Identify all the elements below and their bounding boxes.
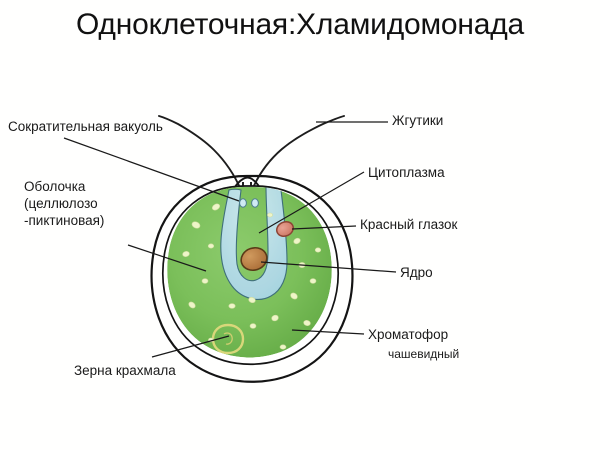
label-flagella: Жгутики — [392, 113, 444, 128]
label-chromatophore: Хроматофор — [368, 327, 449, 342]
label-contractile-vacuole: Сократительная вакуоль — [8, 119, 163, 134]
label-envelope-line1: Оболочка — [24, 179, 86, 194]
label-chromatophore-sub: чашевидный — [388, 347, 460, 361]
leader-starch — [151, 335, 230, 358]
flagella-group — [158, 115, 345, 191]
leader-lines — [63, 121, 397, 358]
label-nucleus: Ядро — [400, 265, 433, 280]
chromatophore-body — [167, 187, 332, 358]
label-cytoplasm: Цитоплазма — [368, 165, 445, 180]
nucleus — [240, 246, 268, 272]
contractile-vacuoles — [239, 198, 259, 208]
label-eyespot: Красный глазок — [360, 217, 458, 232]
leader-nucleus — [260, 261, 397, 273]
leader-eyespot — [291, 225, 357, 230]
starch-granules — [182, 203, 322, 350]
label-starch-grains: Зерна крахмала — [74, 363, 176, 378]
label-envelope-line3: -пиктиновая) — [24, 213, 105, 228]
leader-vacuole — [63, 137, 240, 202]
label-envelope: Оболочка (целлюлозо -пиктиновая) — [24, 178, 104, 229]
leader-chromato — [291, 329, 365, 335]
page-title: Одноклеточная:Хламидомонада — [75, 8, 525, 41]
leader-cytoplasm — [258, 171, 365, 234]
eyespot — [275, 220, 295, 238]
label-envelope-line2: (целлюлозо — [24, 196, 98, 211]
leader-envelope — [127, 244, 207, 272]
pyrenoid — [211, 323, 245, 355]
